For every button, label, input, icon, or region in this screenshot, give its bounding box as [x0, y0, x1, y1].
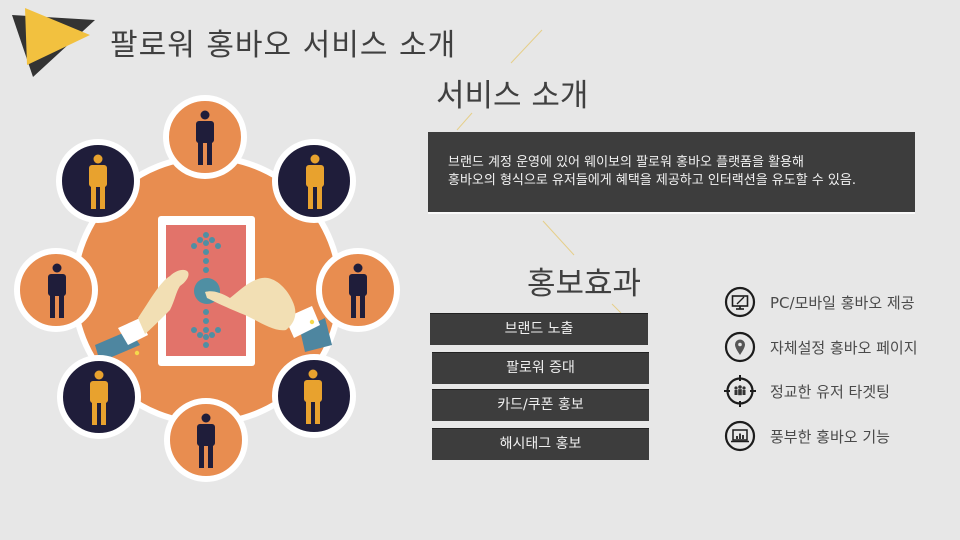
right-hand-icon — [205, 277, 332, 352]
effect-card-coupon-promo[interactable]: 카드/쿠폰 홍보 — [432, 389, 649, 421]
feature-label: 풍부한 홍바오 기능 — [770, 427, 890, 446]
target-users-icon — [724, 375, 756, 407]
feature-item-custom-page: 자체설정 홍바오 페이지 — [724, 331, 918, 363]
monitor-pen-icon — [724, 286, 756, 318]
user-circle-bottom — [164, 398, 248, 482]
service-description: 브랜드 계정 운영에 있어 웨이보의 팔로워 홍바오 플랫폼을 활용해 홍바오의… — [448, 154, 856, 190]
feature-item-pc-mobile: PC/모바일 홍바오 제공 — [724, 286, 915, 318]
service-description-box: 브랜드 계정 운영에 있어 웨이보의 팔로워 홍바오 플랫폼을 활용해 홍바오의… — [428, 132, 915, 212]
map-pin-icon — [724, 331, 756, 363]
user-circle-bottom-left — [57, 355, 141, 439]
feature-item-targeting: 정교한 유저 타겟팅 — [724, 375, 890, 407]
effect-brand-exposure[interactable]: 브랜드 노출 — [430, 313, 648, 345]
feature-label: 자체설정 홍바오 페이지 — [770, 338, 918, 357]
feature-label: PC/모바일 홍바오 제공 — [770, 293, 915, 312]
effect-follower-growth[interactable]: 팔로워 증대 — [432, 352, 649, 384]
left-hand-icon — [95, 269, 189, 362]
logo-triangles-icon — [12, 8, 95, 77]
user-circle-top-left — [56, 139, 140, 223]
laptop-chart-icon — [724, 420, 756, 452]
feature-label: 정교한 유저 타겟팅 — [770, 382, 890, 401]
service-intro-heading: 서비스 소개 — [436, 78, 589, 114]
description-line-2: 홍바오의 형식으로 유저들에게 혜택을 제공하고 인터랙션을 유도할 수 있음. — [448, 173, 856, 188]
promo-effects-heading: 홍보효과 — [527, 266, 642, 302]
user-circle-bottom-right — [272, 354, 356, 438]
description-line-1: 브랜드 계정 운영에 있어 웨이보의 팔로워 홍바오 플랫폼을 활용해 — [448, 155, 804, 170]
effect-hashtag-promo[interactable]: 해시태그 홍보 — [432, 428, 649, 460]
feature-item-rich-functions: 풍부한 홍바오 기능 — [724, 420, 890, 452]
network-illustration — [14, 95, 400, 482]
user-circle-top — [163, 95, 247, 179]
tablet-icon — [158, 216, 255, 366]
user-circle-left — [14, 248, 98, 332]
user-circle-right — [316, 248, 400, 332]
user-circle-top-right — [272, 139, 356, 223]
slide-title: 팔로워 홍바오 서비스 소개 — [110, 28, 457, 63]
